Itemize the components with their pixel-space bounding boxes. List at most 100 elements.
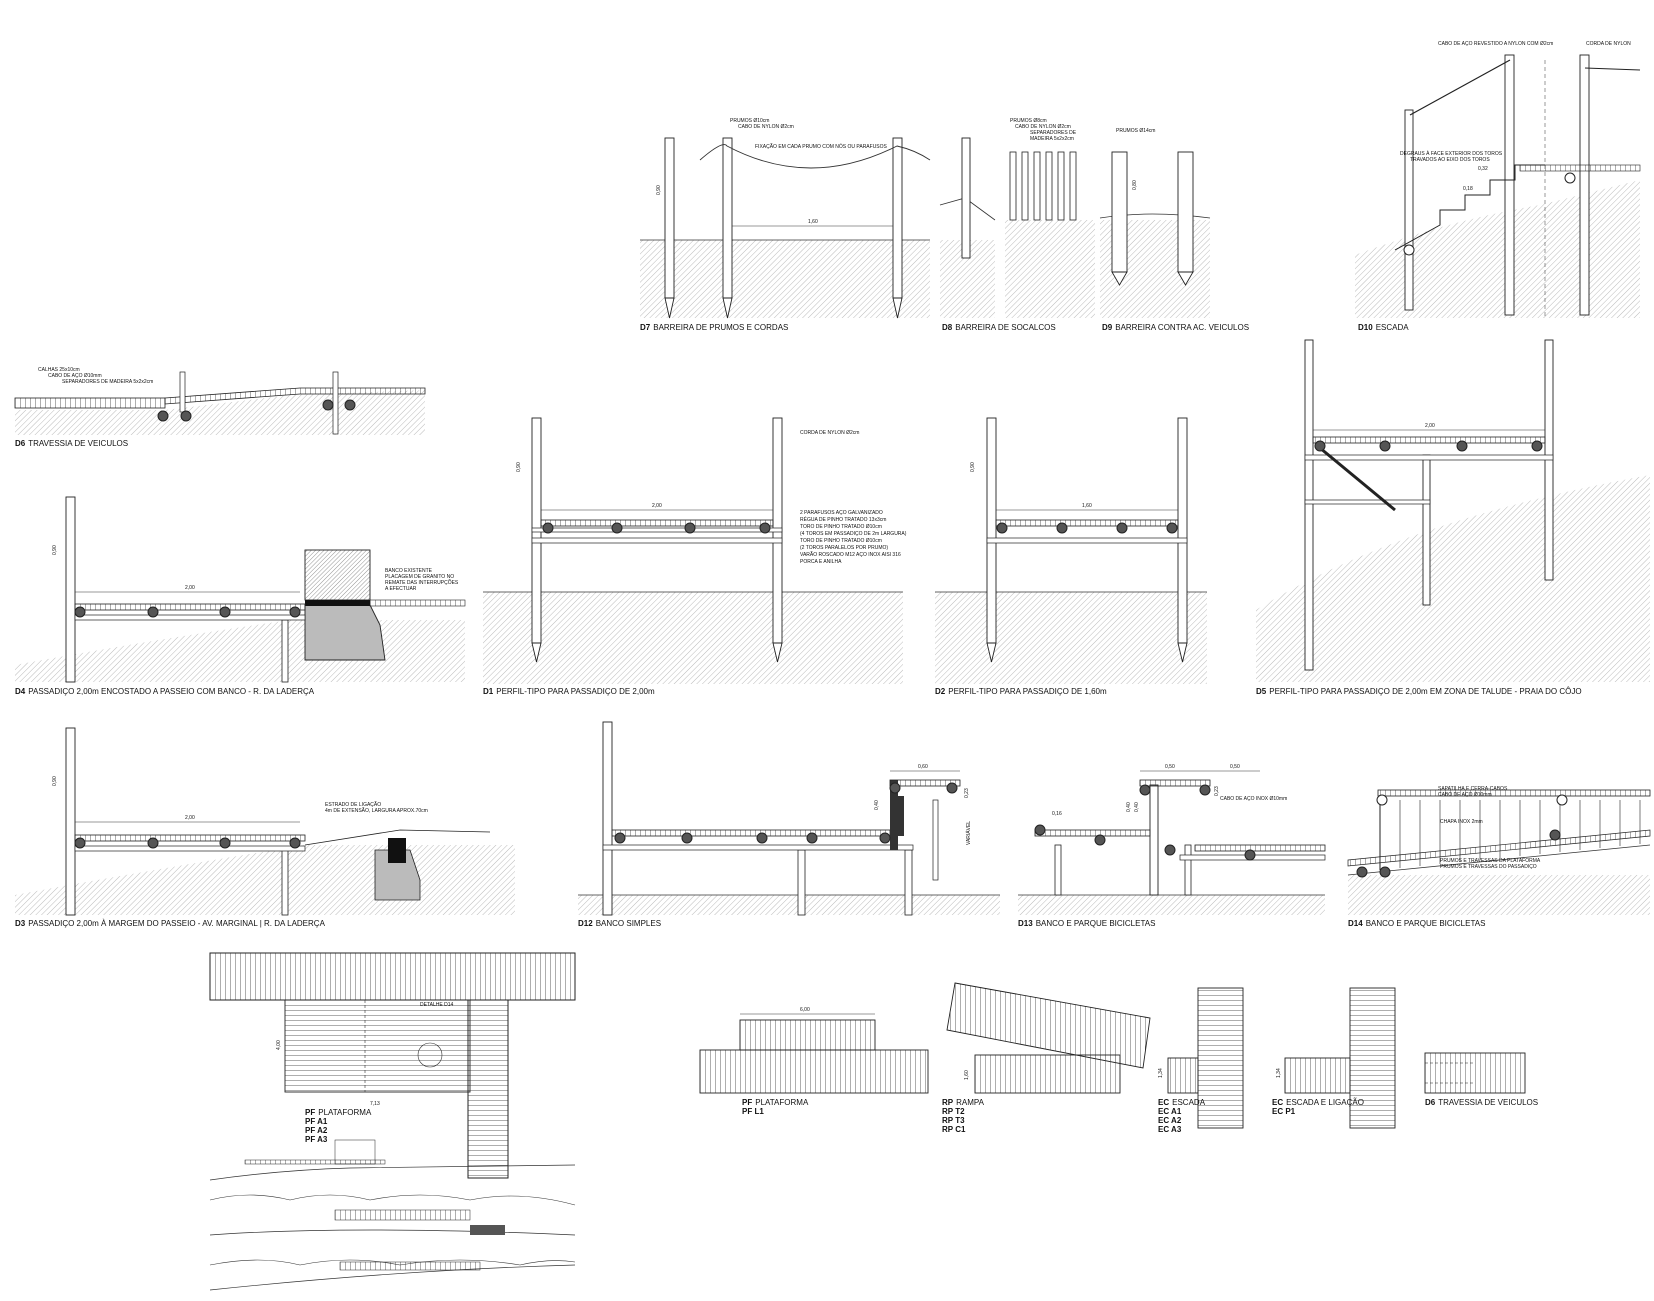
- pf-code-a1: PF A1: [305, 1117, 328, 1126]
- pf-code-a2: PF A2: [305, 1126, 328, 1135]
- detail-d3: 2,00 0,90 ESTRADO DE LIGAÇÃO 4m DE EXTEN…: [15, 727, 515, 928]
- pf-height-dim: 4,00: [276, 1040, 282, 1050]
- d1-note-7: (2 TOROS PARALELOS POR PRUMO): [800, 545, 888, 551]
- d1-note-3: RÉGUA DE PINHO TRATADO 13x3cm: [800, 516, 886, 523]
- rp-code-t3: RP T3: [942, 1116, 965, 1125]
- d13-dim-b: 0,50: [1230, 764, 1240, 770]
- d4-note-4: A EFECTUAR: [385, 586, 417, 592]
- d3-width-dim: 2,00: [185, 815, 195, 821]
- d6-note-3: SEPARADORES DE MADEIRA 5x2x2cm: [62, 379, 153, 385]
- d3-note-1: ESTRADO DE LIGAÇÃO: [325, 801, 381, 808]
- d1-note-9: PORCA E ANILHA: [800, 559, 842, 565]
- ec-code-a1: EC A1: [1158, 1107, 1182, 1116]
- ec2-dim: 1,34: [1276, 1068, 1282, 1078]
- d8-note-2: CABO DE NYLON Ø2cm: [1015, 124, 1071, 130]
- detail-d4: 2,00 0,90 BANCO EXISTENTE PLACAGEM DE GR…: [15, 496, 466, 696]
- d13-dim-d: 0,40: [1134, 802, 1140, 812]
- d14-note-1: SAPATILHA E CERRA-CABOS: [1438, 786, 1508, 792]
- d10-note-4: TRAVADOS AO EIXO DOS TOROS: [1410, 157, 1490, 163]
- d10-dim-b: 0,18: [1463, 186, 1473, 192]
- d1-height-dim: 0,90: [516, 462, 522, 472]
- pf2-code-l1: PF L1: [742, 1107, 764, 1116]
- d1-note-2: 2 PARAFUSOS AÇO GALVANIZADO: [800, 510, 883, 516]
- detail-d10: CABO DE AÇO REVESTIDO A NYLON COM Ø2cm C…: [1355, 41, 1641, 332]
- d3-note-2: 4m DE EXTENSÃO, LARGURA APROX.70cm: [325, 807, 428, 814]
- d13-dim-c: 0,40: [1126, 802, 1132, 812]
- d12-dim-c: 0,23: [964, 788, 970, 798]
- d13-dim-e: 0,23: [1214, 786, 1220, 796]
- d3-height-dim: 0,90: [52, 776, 58, 786]
- d1-note-4: TORO DE PINHO TRATADO Ø10cm: [800, 524, 882, 530]
- d2-width-dim: 1,60: [1082, 503, 1092, 509]
- ec2-code-p1: EC P1: [1272, 1107, 1296, 1116]
- pf-width-dim: 7,13: [370, 1101, 380, 1107]
- d14-note-3: CHAPA INOX 2mm: [1440, 819, 1483, 825]
- detail-d14: SAPATILHA E CERRA-CABOS CABO DE AÇO Ø10m…: [1347, 786, 1651, 928]
- d7-note-3: FIXAÇÃO EM CADA PRUMO COM NÓS OU PARAFUS…: [755, 143, 888, 150]
- d4-height-dim: 0,90: [52, 545, 58, 555]
- d2-height-dim: 0,90: [970, 462, 976, 472]
- d9-note-1: PRUMOS Ø14cm: [1116, 128, 1155, 134]
- rp-dim: 1,60: [964, 1070, 970, 1080]
- d8-note-4: MADEIRA 5x2x2cm: [1030, 136, 1074, 142]
- d12-dim-d: VARIÁVEL: [965, 821, 972, 845]
- detail-d13: 0,50 0,50 0,40 0,40 0,23 0,16 CABO DE AÇ…: [1018, 764, 1326, 928]
- d10-note-2: CORDA DE NYLON: [1586, 41, 1631, 47]
- d5-width-dim: 2,00: [1425, 423, 1435, 429]
- d10-note-1: CABO DE AÇO REVESTIDO A NYLON COM Ø2cm: [1438, 41, 1553, 47]
- d8-note-1: PRUMOS Ø8cm: [1010, 118, 1047, 124]
- detail-d1: 2,00 0,90 CORDA DE NYLON Ø2cm 2 PARAFUSO…: [483, 417, 907, 696]
- d6-note-1: CALHAS 25x10cm: [38, 367, 80, 373]
- ec-code-a3: EC A3: [1158, 1125, 1182, 1134]
- pf2-dim: 6,00: [800, 1007, 810, 1013]
- d13-dim-a: 0,50: [1165, 764, 1175, 770]
- d1-note-8: VARÃO ROSCADO M12 AÇO INOX AISI 316: [800, 551, 901, 558]
- d8-note-3: SEPARADORES DE: [1030, 130, 1077, 136]
- d7-height-dim: 0,90: [656, 185, 662, 195]
- d12-dim-b: 0,40: [874, 800, 880, 810]
- d14-note-2: CABO DE AÇO Ø10mm: [1438, 792, 1492, 798]
- detail-d8: PRUMOS Ø8cm CABO DE NYLON Ø2cm SEPARADOR…: [939, 118, 1095, 332]
- d13-dim-f: 0,16: [1052, 811, 1062, 817]
- d14-note-4: PRUMOS E TRAVESSAS DA PLATAFORMA: [1440, 858, 1541, 864]
- d1-width-dim: 2,00: [652, 503, 662, 509]
- d7-note-1: PRUMOS Ø10cm: [730, 118, 769, 124]
- d7-width-dim: 1,60: [808, 219, 818, 225]
- d6-note-2: CABO DE AÇO Ø10mm: [48, 373, 102, 379]
- d4-note-2: PLACAGEM DE GRANITO NO: [385, 574, 454, 580]
- d9-height-dim: 0,80: [1132, 180, 1138, 190]
- pf-detail-label: DETALHE D14: [420, 1002, 453, 1008]
- pf-code-a3: PF A3: [305, 1135, 328, 1144]
- d12-dim-a: 0,60: [918, 764, 928, 770]
- d4-width-dim: 2,00: [185, 585, 195, 591]
- d4-note-1: BANCO EXISTENTE: [385, 568, 433, 574]
- detail-d6: CALHAS 25x10cm CABO DE AÇO Ø10mm SEPARAD…: [14, 367, 426, 448]
- rp-code-t2: RP T2: [942, 1107, 965, 1116]
- d10-note-3: DEGRAUS À FACE EXTERIOR DOS TOROS: [1400, 150, 1503, 157]
- ec-code-a2: EC A2: [1158, 1116, 1182, 1125]
- d13-note-1: CABO DE AÇO INOX Ø10mm: [1220, 796, 1287, 802]
- d1-note-1: CORDA DE NYLON Ø2cm: [800, 430, 859, 436]
